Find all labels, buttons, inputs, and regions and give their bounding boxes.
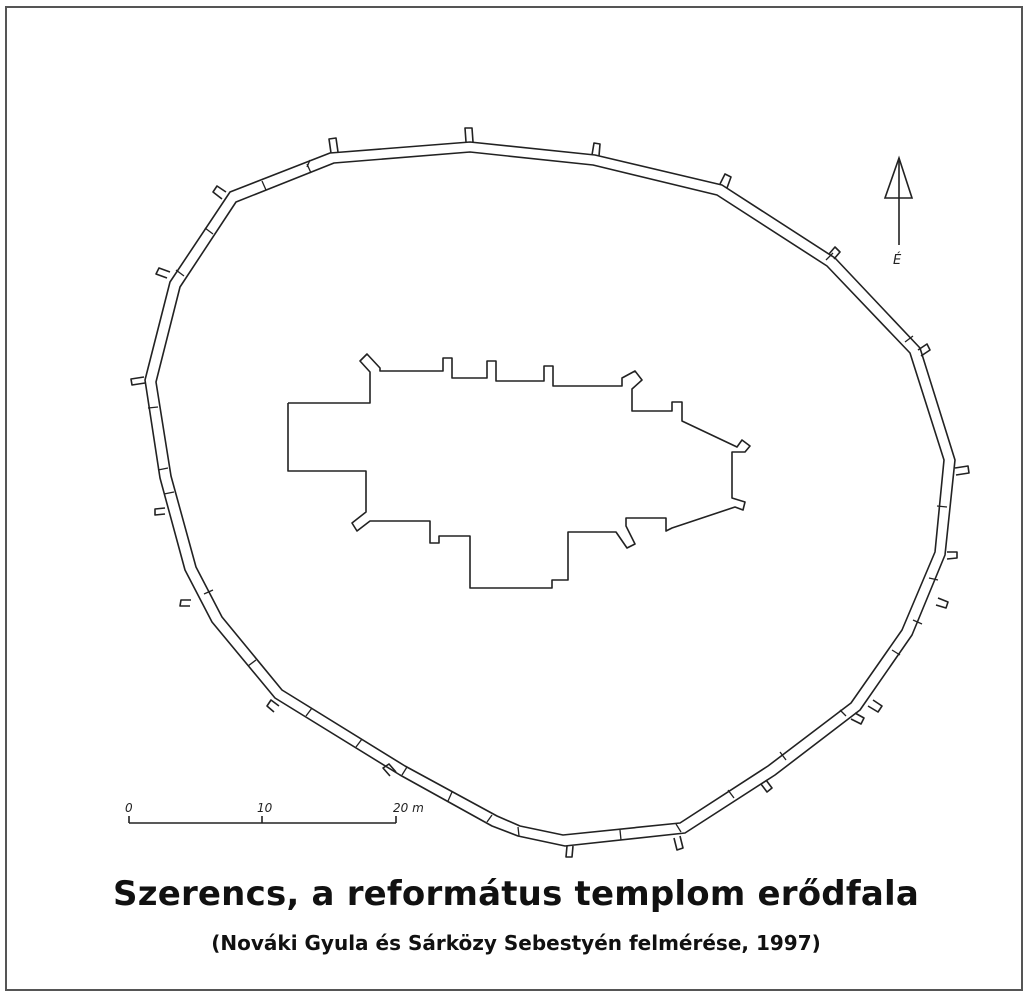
fortification-wall-inner [155, 151, 945, 836]
buttress [935, 597, 949, 609]
fortification-wall-outer [144, 141, 956, 847]
buttress [719, 173, 732, 189]
buttress [212, 185, 227, 200]
buttress [917, 343, 931, 357]
figure-title: Szerencs, a református templom erődfala [113, 874, 919, 914]
north-label: É [893, 252, 902, 268]
scale-label-20: 20 m [393, 801, 424, 815]
figure-subtitle: (Nováki Gyula és Sárközy Sebestyén felmé… [211, 931, 821, 955]
buttress [155, 267, 171, 279]
buttress [850, 712, 865, 725]
scale-bar [128, 816, 397, 824]
buttress [828, 246, 841, 260]
buttress [867, 699, 883, 713]
buttress [154, 507, 166, 516]
buttress [464, 127, 474, 143]
buttress [760, 779, 773, 793]
scale-label-10: 10 [257, 801, 273, 815]
buttress [673, 835, 684, 851]
figure-frame [5, 6, 1023, 991]
buttress [179, 599, 191, 607]
wall-buttresses [130, 127, 970, 858]
scale-label-0: 0 [125, 801, 133, 815]
buttress [328, 137, 339, 154]
buttress [130, 376, 146, 386]
buttress [266, 699, 280, 713]
wall-joints [147, 159, 948, 841]
buttress [954, 465, 970, 476]
buttress [565, 845, 574, 858]
buttress [591, 142, 601, 157]
north-arrow-icon [883, 155, 914, 245]
buttress [382, 763, 397, 777]
buttress [946, 551, 958, 560]
church-outline [287, 353, 751, 589]
